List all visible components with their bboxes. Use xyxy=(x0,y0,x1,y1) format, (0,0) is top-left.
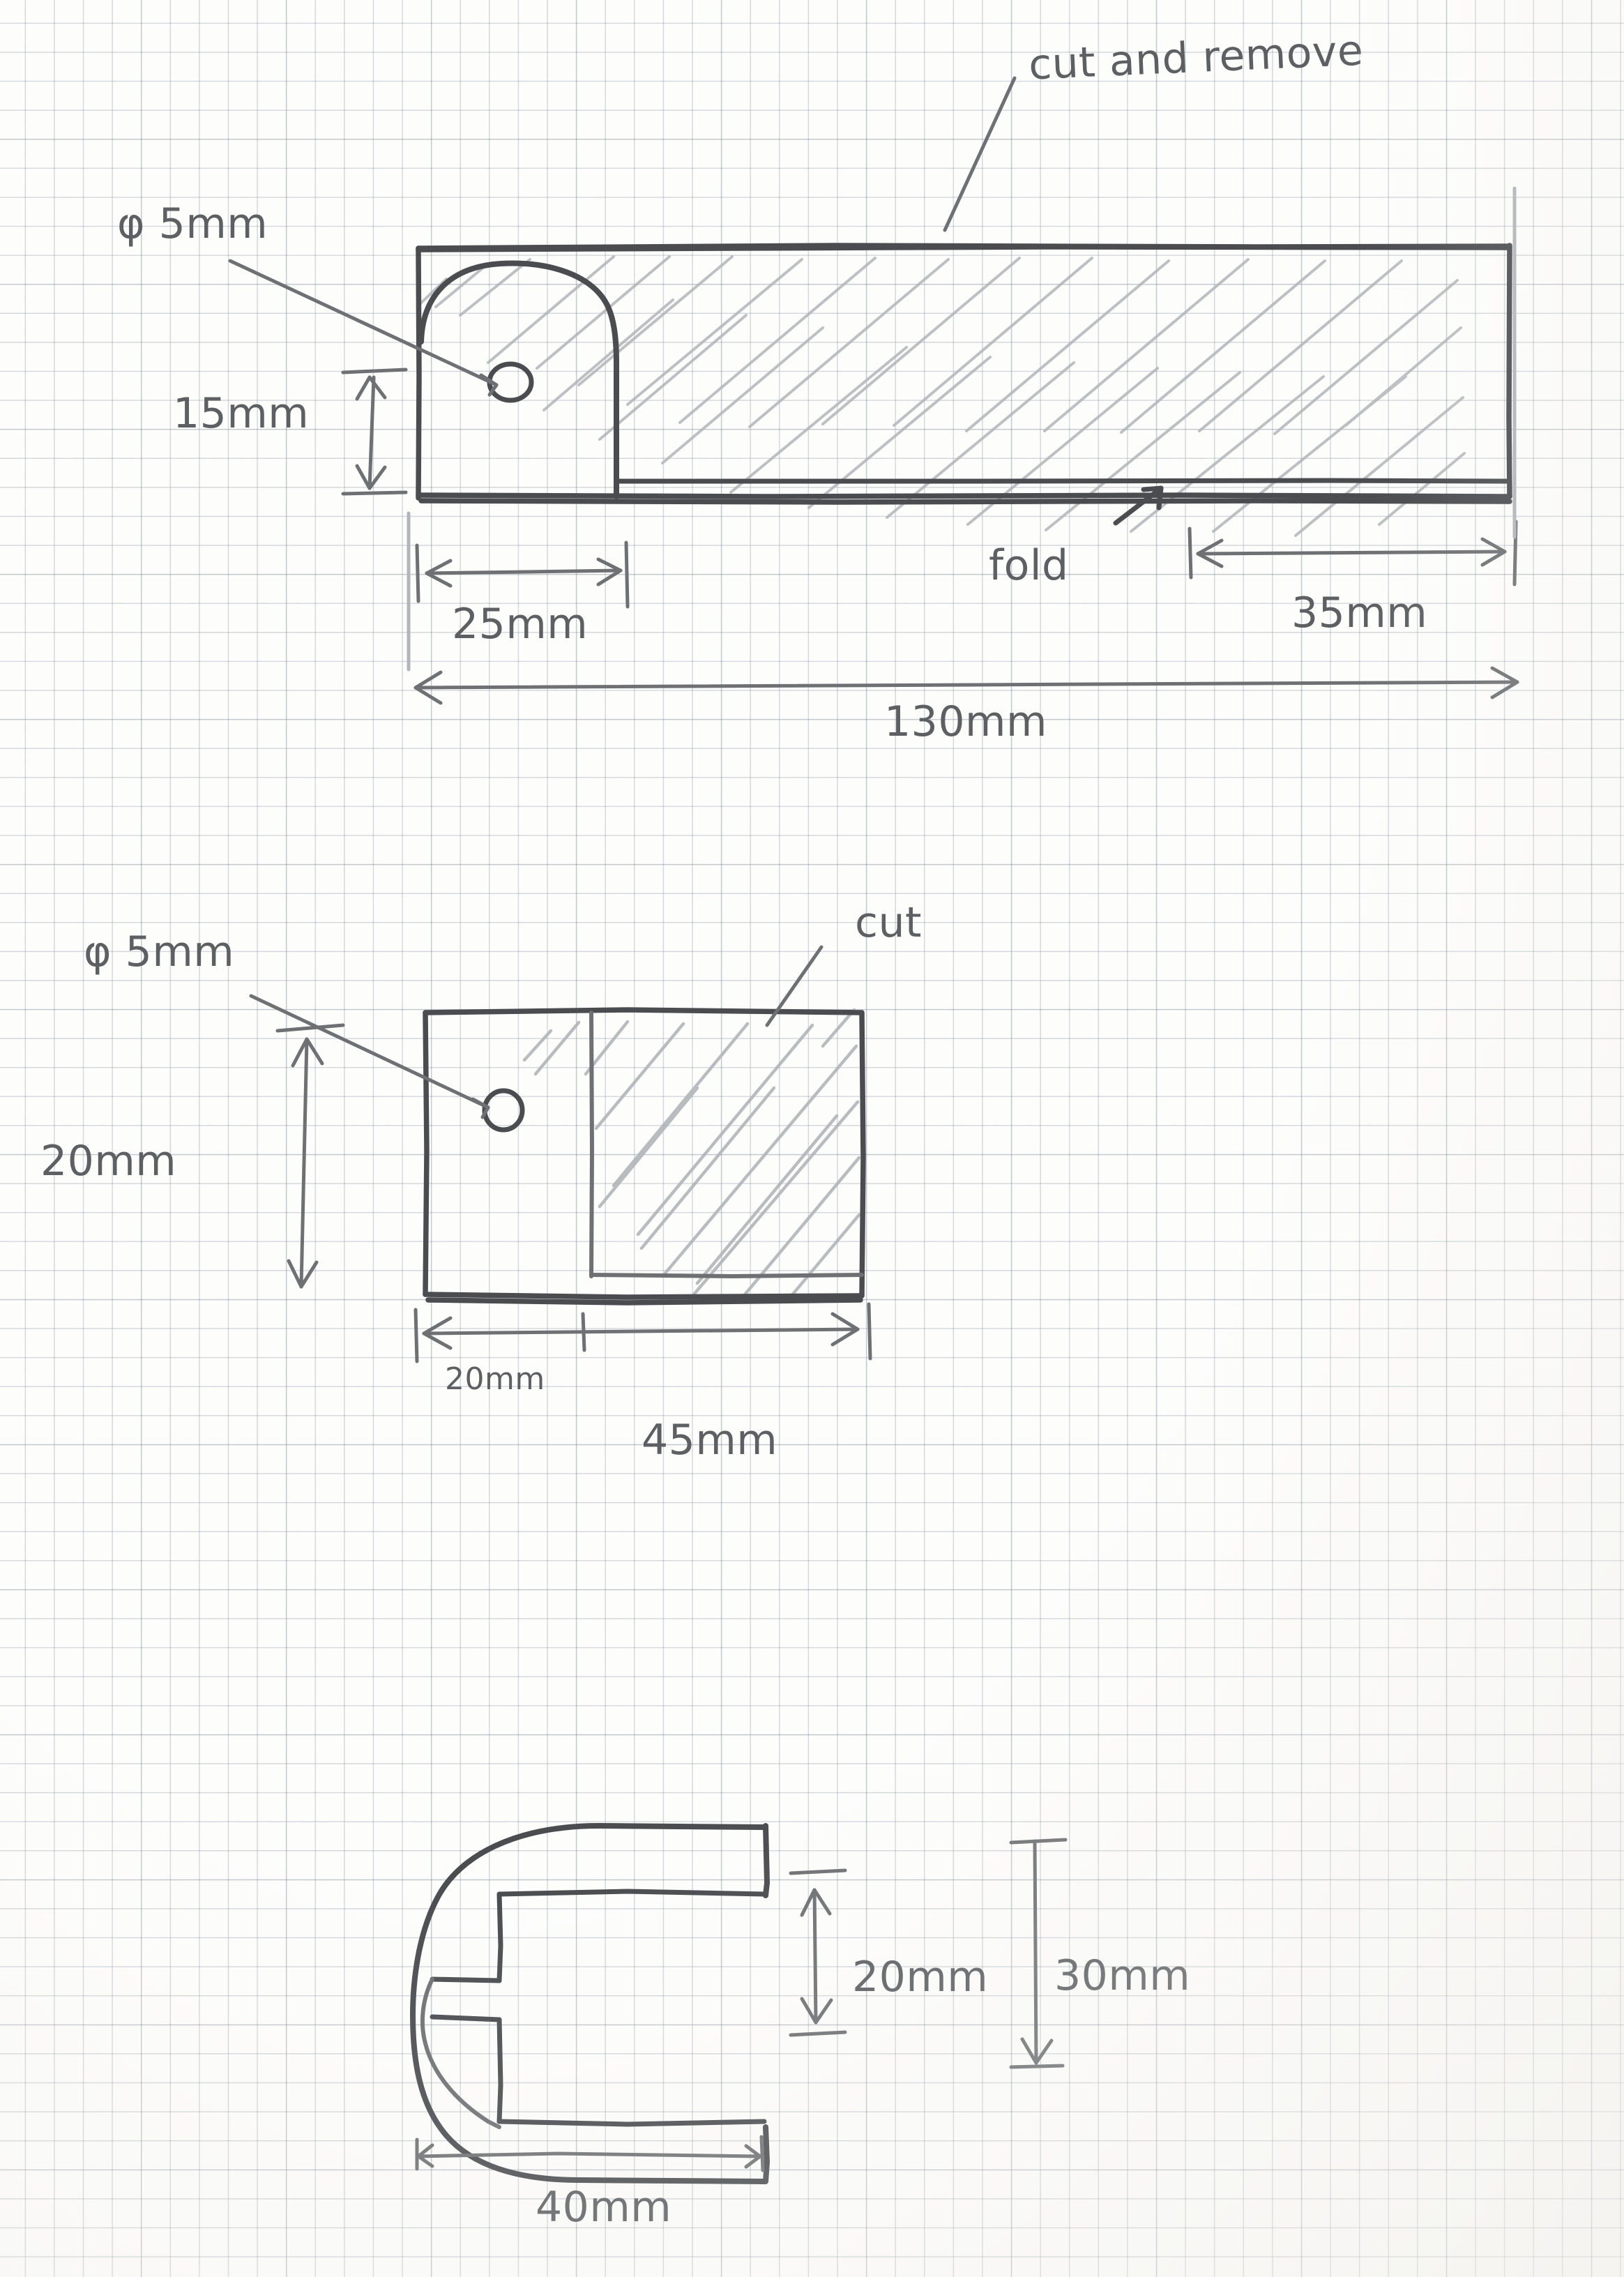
clip-outer-profile xyxy=(410,1823,770,2184)
dim-30mm-outer-height-fig3 xyxy=(1009,1838,1068,2069)
clip-inner-profile xyxy=(430,1889,767,2127)
dim-20mm-inner-gap-fig3 xyxy=(789,1868,847,2037)
clip-inner-return-curve xyxy=(420,1977,501,2129)
